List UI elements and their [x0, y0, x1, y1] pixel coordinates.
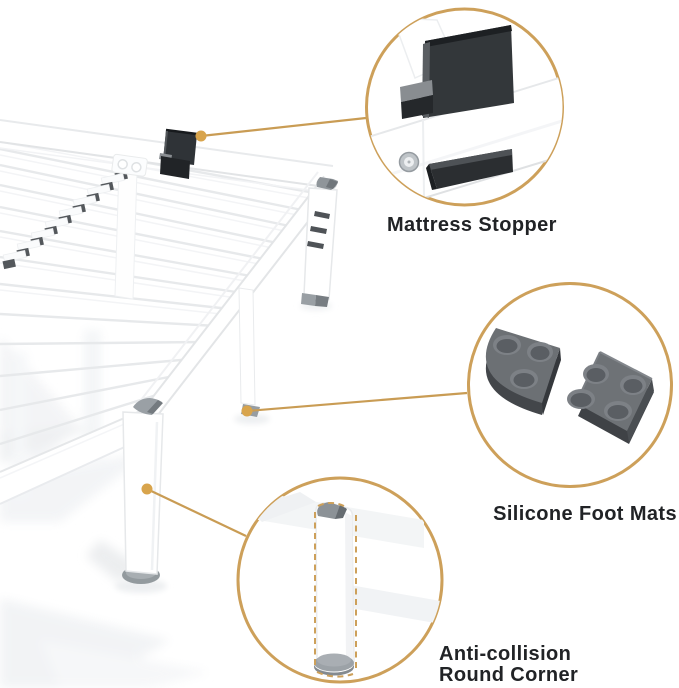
rear-foot-pad-side: [315, 295, 329, 307]
round-corner-leg: [314, 502, 357, 678]
foot-mat-square: [567, 351, 654, 444]
front-corner-cap-shade: [147, 400, 163, 414]
bed-frame: [0, 119, 338, 584]
callout-circle-round-corner: [236, 476, 444, 684]
middle-support-leg: [238, 287, 260, 417]
round-corner-dashed-outline: [314, 502, 357, 678]
slat-clips: [2, 161, 139, 270]
leader-lines: [141, 116, 468, 537]
rail-latch-plate: [111, 153, 148, 177]
slat-highlights: [0, 141, 321, 316]
callout-label-anti-collision: Anti-collision Round Corner: [439, 644, 578, 686]
rear-corner-leg: [301, 177, 338, 307]
callout-circle-mattress-stopper: [365, 7, 564, 207]
callout-dot-round-corner: [141, 483, 153, 495]
callout-label-mattress-stopper: Mattress Stopper: [387, 214, 557, 236]
callout-dot-foot-mats: [241, 405, 253, 417]
stopper-lower-bracket: [426, 149, 513, 190]
screw-head: [398, 151, 420, 173]
mattress-stopper-hardware: [159, 128, 198, 179]
leader-line-mattress-stopper: [200, 116, 367, 138]
callout-circle-foot-mats: [467, 282, 673, 488]
side-rail: [140, 171, 337, 415]
center-support-post: [114, 166, 138, 300]
callout-label-anti-collision-line2: Round Corner: [439, 664, 579, 686]
rear-corner-cap-shade: [326, 179, 338, 189]
rear-foot-pad: [301, 293, 316, 306]
stopper-plate-closeup: [400, 25, 514, 119]
callout-dot-mattress-stopper: [195, 130, 207, 142]
callout-label-silicone-foot-mats: Silicone Foot Mats: [493, 503, 677, 525]
leader-line-foot-mats: [246, 391, 468, 413]
leg-vent-slots: [307, 211, 330, 249]
leg-top-cap-shade: [335, 505, 347, 519]
foot-mat-quarter: [485, 328, 561, 415]
callout-label-anti-collision-line1: Anti-collision: [439, 643, 572, 665]
front-corner-leg: [122, 398, 164, 584]
floor-shadows: [0, 330, 210, 688]
leader-line-round-corner: [146, 488, 247, 537]
